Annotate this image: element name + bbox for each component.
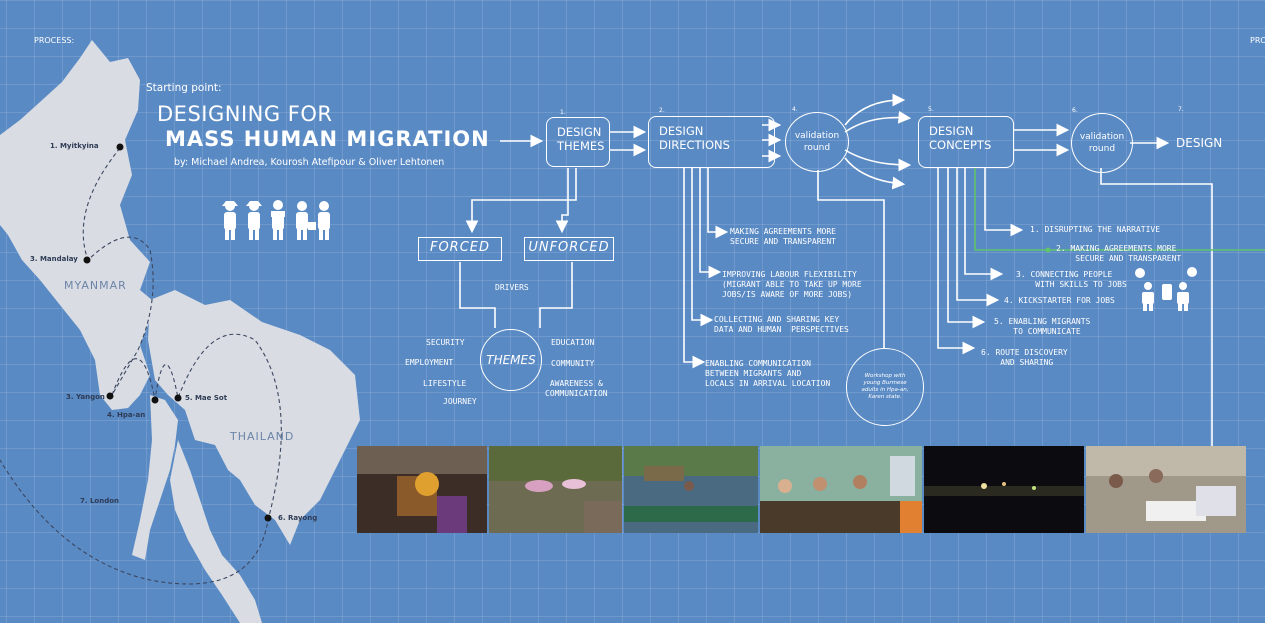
- people-phone-icon: [1135, 267, 1197, 311]
- city-label-hpa-an: 4. Hpa-an: [107, 411, 146, 419]
- city-dot-mandalay: [83, 256, 91, 264]
- concept-6: 6. ROUTE DISCOVERY AND SHARING: [981, 348, 1068, 367]
- theme-employment: EMPLOYMENT: [405, 358, 454, 367]
- title-line-1: DESIGNING FOR: [157, 102, 333, 126]
- city-label-mandalay: 3. Mandalay: [30, 255, 78, 263]
- step-7-design: DESIGN: [1176, 136, 1223, 150]
- step-1-number: 1.: [560, 109, 566, 116]
- step-6-validation-round: validation round: [1071, 113, 1133, 173]
- step-6-number: 6.: [1072, 107, 1078, 114]
- theme-lifestyle: LIFESTYLE: [423, 379, 467, 388]
- title-line-2: MASS HUMAN MIGRATION: [165, 127, 490, 151]
- step-1-design-themes: DESIGN THEMES: [546, 117, 610, 167]
- myanmar-land: [0, 40, 152, 410]
- theme-community: COMMUNITY: [551, 359, 595, 368]
- driver-unforced: UNFORCED: [524, 237, 614, 261]
- drivers-label: DRIVERS: [495, 283, 529, 292]
- city-label-rayong: 6. Rayong: [278, 514, 318, 522]
- city-label-myitkyina: 1. Myitkyina: [50, 142, 99, 150]
- photo-river-boat: [624, 446, 758, 533]
- theme-security: SECURITY: [426, 338, 465, 347]
- process-label-right: PRO: [1250, 36, 1265, 45]
- direction-4: ENABLING COMMUNICATION BETWEEN MIGRANTS …: [705, 359, 831, 388]
- concept-4: 4. KICKSTARTER FOR JOBS: [1004, 296, 1115, 305]
- step-2-design-directions: DESIGN DIRECTIONS: [648, 116, 775, 168]
- country-label-thailand: THAILAND: [230, 430, 295, 443]
- concept-2: 2. MAKING AGREEMENTS MORE SECURE AND TRA…: [1056, 244, 1182, 263]
- thailand-land: [148, 290, 360, 545]
- peninsula-land: [170, 440, 262, 623]
- step-7-number: 7.: [1178, 106, 1184, 113]
- city-label-yangon: 3. Yangon: [66, 393, 105, 401]
- workshop-note-circle: Workshop with young Burmese adults in Hp…: [846, 348, 924, 426]
- country-label-myanmar: MYANMAR: [64, 279, 127, 292]
- step-5-number: 5.: [928, 106, 934, 113]
- migrant-people-icon: [222, 200, 330, 240]
- step-4-number: 4.: [792, 106, 798, 113]
- photo-train-station: [357, 446, 487, 533]
- photo-workshop-group: [760, 446, 922, 533]
- city-dot-rayong: [264, 514, 272, 522]
- theme-journey: JOURNEY: [443, 397, 477, 406]
- route-line: [0, 147, 282, 585]
- theme-education: EDUCATION: [551, 338, 595, 347]
- themes-circle: THEMES: [480, 329, 542, 391]
- concept-1: 1. DISRUPTING THE NARRATIVE: [1030, 225, 1161, 234]
- theme-awareness: AWARENESS & COMMUNICATION: [545, 379, 608, 398]
- city-label-london: 7. London: [80, 497, 120, 505]
- city-label-mae-sot: 5. Mae Sot: [185, 394, 228, 402]
- photo-night-market: [924, 446, 1084, 533]
- starting-point-label: Starting point:: [146, 82, 222, 94]
- myanmar-south: [132, 395, 178, 560]
- photo-group-discussion: [1086, 446, 1246, 533]
- step-2-number: 2.: [659, 107, 665, 114]
- direction-1: MAKING AGREEMENTS MORE SECURE AND TRANSP…: [730, 227, 836, 246]
- direction-3: COLLECTING AND SHARING KEY DATA AND HUMA…: [714, 315, 849, 334]
- concept-5: 5. ENABLING MIGRANTS TO COMMUNICATE: [994, 317, 1091, 336]
- direction-2: IMPROVING LABOUR FLEXIBILITY (MIGRANT AB…: [722, 270, 862, 299]
- photo-rainy-umbrellas: [489, 446, 622, 533]
- city-dot-mae-sot: [174, 394, 182, 402]
- authors-line: by: Michael Andrea, Kourosh Atefipour & …: [174, 157, 445, 168]
- concept-3: 3. CONNECTING PEOPLE WITH SKILLS TO JOBS: [1016, 270, 1127, 289]
- driver-forced: FORCED: [418, 237, 502, 261]
- city-dot-yangon: [106, 392, 114, 400]
- city-dot-hpa-an: [151, 396, 159, 404]
- process-label-left: PROCESS:: [34, 36, 75, 45]
- step-4-validation-round: validation round: [785, 112, 849, 172]
- step-5-design-concepts: DESIGN CONCEPTS: [918, 116, 1014, 168]
- city-dot-myitkyina: [116, 143, 124, 151]
